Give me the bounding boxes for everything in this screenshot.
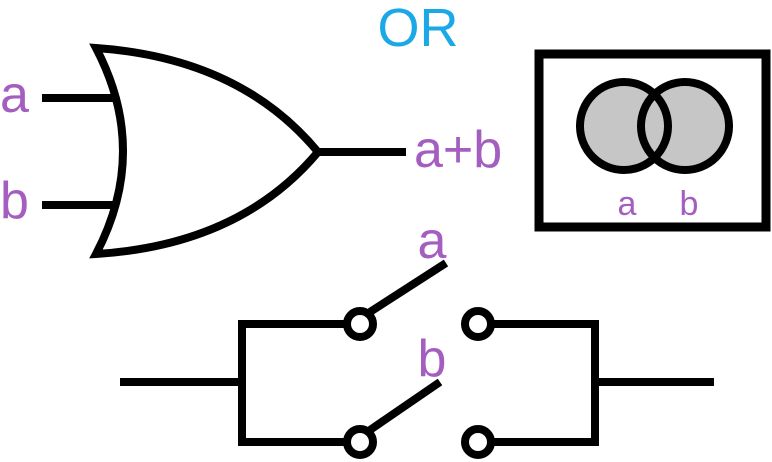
gate-input-a-label: a [0,66,29,124]
venn-diagram: a b [534,49,771,232]
circuit-left-rail [238,320,350,446]
venn-label-a: a [618,185,637,223]
circuit-right-rail [488,320,599,446]
switch-a-label: a [418,212,447,270]
switch-b-contact-left [343,425,377,459]
switch-a-contact-right [461,307,495,341]
venn-label-b: b [680,185,699,223]
venn-circle-b [637,78,733,174]
switch-a-contact-left [343,307,377,341]
switch-b-label: b [418,330,447,388]
or-gate-body [89,43,324,259]
switch-a-lever [367,259,449,316]
venn-circle-a [576,78,672,174]
diagram-title: OR [378,0,459,58]
switch-b-contact-right [461,425,495,459]
gate-output-label: a+b [414,121,502,179]
switch-circuit [120,259,714,459]
or-gate [42,43,406,259]
switch-b-lever [367,378,443,434]
gate-input-b-label: b [0,172,29,230]
